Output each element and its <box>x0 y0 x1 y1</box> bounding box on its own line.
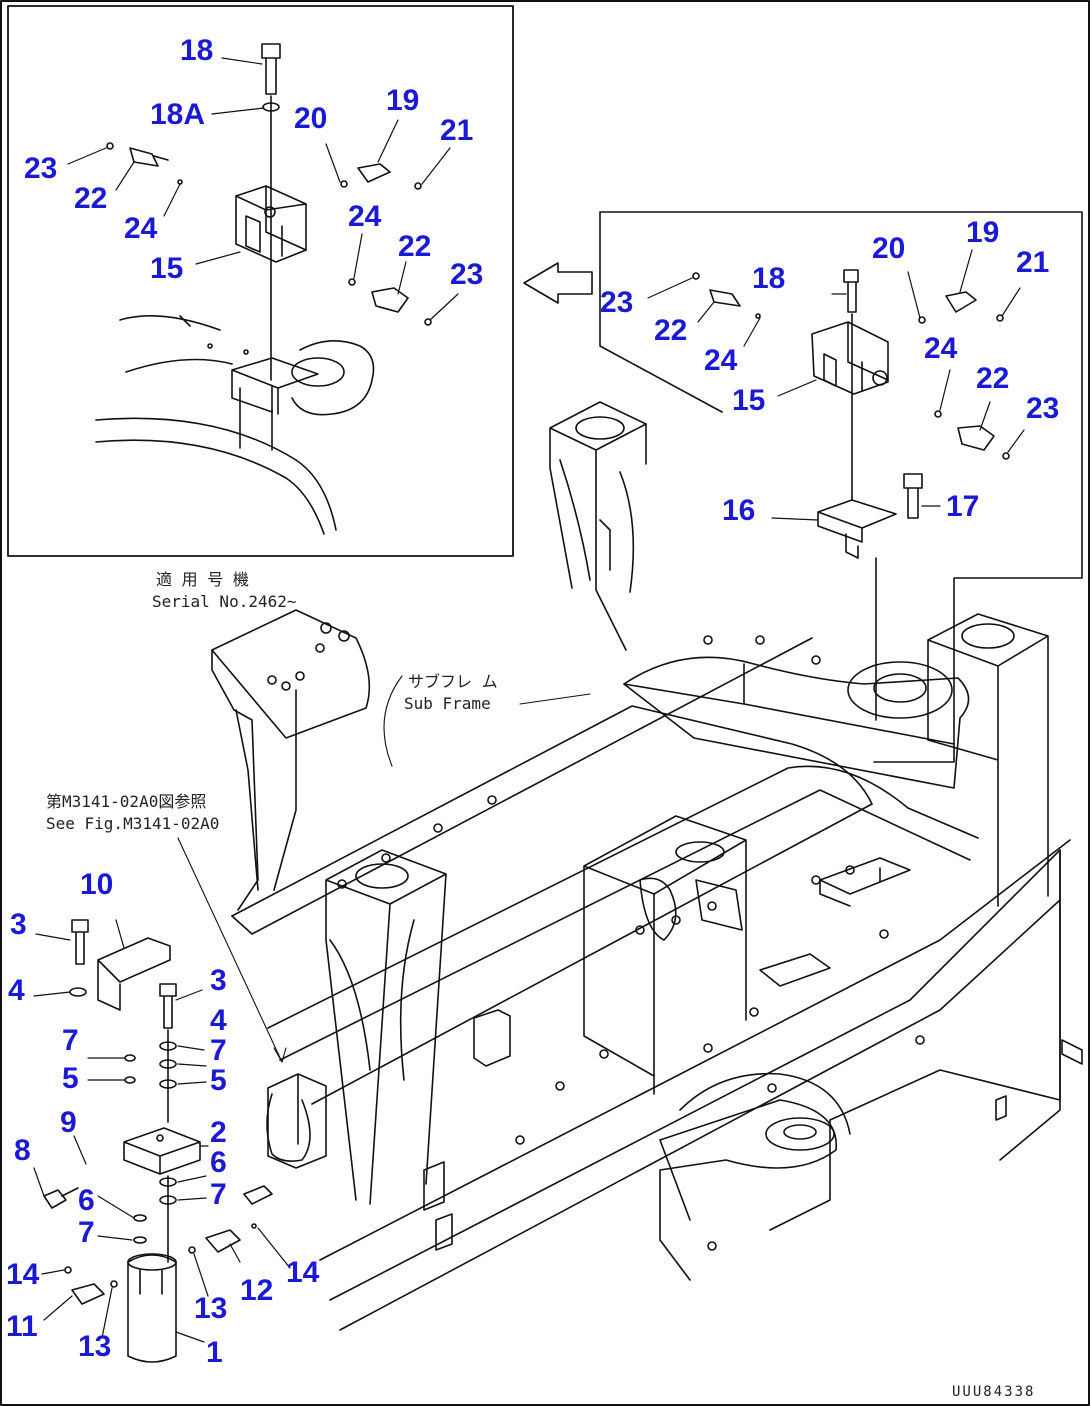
callout-right-15: 15 <box>732 384 766 417</box>
callout-lower-4b: 4 <box>210 1004 227 1037</box>
lower-left-parts <box>43 919 311 1363</box>
subframe-note-jp: サブフレ ム <box>408 672 498 691</box>
callout-inset-20: 20 <box>294 102 328 135</box>
callout-inset-19: 19 <box>386 84 420 117</box>
inset-leaders <box>67 57 459 321</box>
callout-lower-5b: 5 <box>210 1064 227 1097</box>
callout-lower-9: 9 <box>60 1106 77 1139</box>
callout-lower-13: 13 <box>194 1292 228 1325</box>
callout-right-20: 20 <box>872 232 906 265</box>
callout-lower-7c: 7 <box>210 1178 227 1211</box>
callout-inset-22: 22 <box>74 182 108 215</box>
document-id: UUU84338 <box>952 1384 1036 1400</box>
subframe-note-en: Sub Frame <box>404 694 491 713</box>
callout-lower-1: 1 <box>206 1336 223 1369</box>
callout-lower-10: 10 <box>80 868 114 901</box>
main-frame <box>177 401 1083 1331</box>
callout-right-22: 22 <box>654 314 688 347</box>
callout-right-23: 23 <box>600 286 634 319</box>
callout-inset-18a: 18A <box>150 98 206 131</box>
callout-lower-5: 5 <box>62 1062 79 1095</box>
callout-inset-21: 21 <box>440 114 474 147</box>
serial-note-en: Serial No.2462~ <box>152 592 297 611</box>
callout-right-24: 24 <box>704 344 738 377</box>
callout-inset-18: 18 <box>180 34 214 67</box>
callout-lower-12: 12 <box>240 1274 274 1307</box>
seefig-note-en: See Fig.M3141-02A0 <box>46 814 220 833</box>
callout-right-16: 16 <box>722 494 756 527</box>
lower-leaders <box>33 919 291 1343</box>
direction-arrow <box>523 262 593 304</box>
callout-right-22b: 22 <box>976 362 1010 395</box>
callout-inset-24b: 24 <box>348 200 382 233</box>
callout-lower-7d: 7 <box>78 1216 95 1249</box>
callout-lower-14: 14 <box>6 1258 40 1291</box>
callout-right-19: 19 <box>966 216 1000 249</box>
callout-lower-4: 4 <box>8 974 25 1007</box>
callout-inset-24: 24 <box>124 212 158 245</box>
right-leaders <box>647 249 1025 521</box>
callout-lower-7: 7 <box>62 1024 79 1057</box>
callout-inset-22b: 22 <box>398 230 432 263</box>
callout-lower-6: 6 <box>210 1146 227 1179</box>
callout-lower-3: 3 <box>10 908 27 941</box>
callout-lower-2: 2 <box>210 1116 227 1149</box>
callout-inset-23b: 23 <box>450 258 484 291</box>
callout-right-24b: 24 <box>924 332 958 365</box>
callout-lower-11: 11 <box>6 1310 38 1343</box>
callout-right-17: 17 <box>946 490 980 523</box>
callout-lower-13b: 13 <box>78 1330 112 1363</box>
inset-detail-box <box>7 5 514 557</box>
callout-right-21: 21 <box>1016 246 1050 279</box>
callout-lower-6b: 6 <box>78 1184 95 1217</box>
serial-note-jp: 適 用 号 機 <box>156 570 249 589</box>
callout-lower-8: 8 <box>14 1134 31 1167</box>
callout-right-23b: 23 <box>1026 392 1060 425</box>
callout-right-18: 18 <box>752 262 786 295</box>
seefig-note-jp: 第M3141-02A0図参照 <box>46 792 207 811</box>
callout-inset-23: 23 <box>24 152 58 185</box>
right-detail-box <box>599 211 1083 763</box>
callout-lower-14b: 14 <box>286 1256 320 1289</box>
callout-lower-3b: 3 <box>210 964 227 997</box>
callout-lower-7b: 7 <box>210 1034 227 1067</box>
callout-inset-15: 15 <box>150 252 184 285</box>
